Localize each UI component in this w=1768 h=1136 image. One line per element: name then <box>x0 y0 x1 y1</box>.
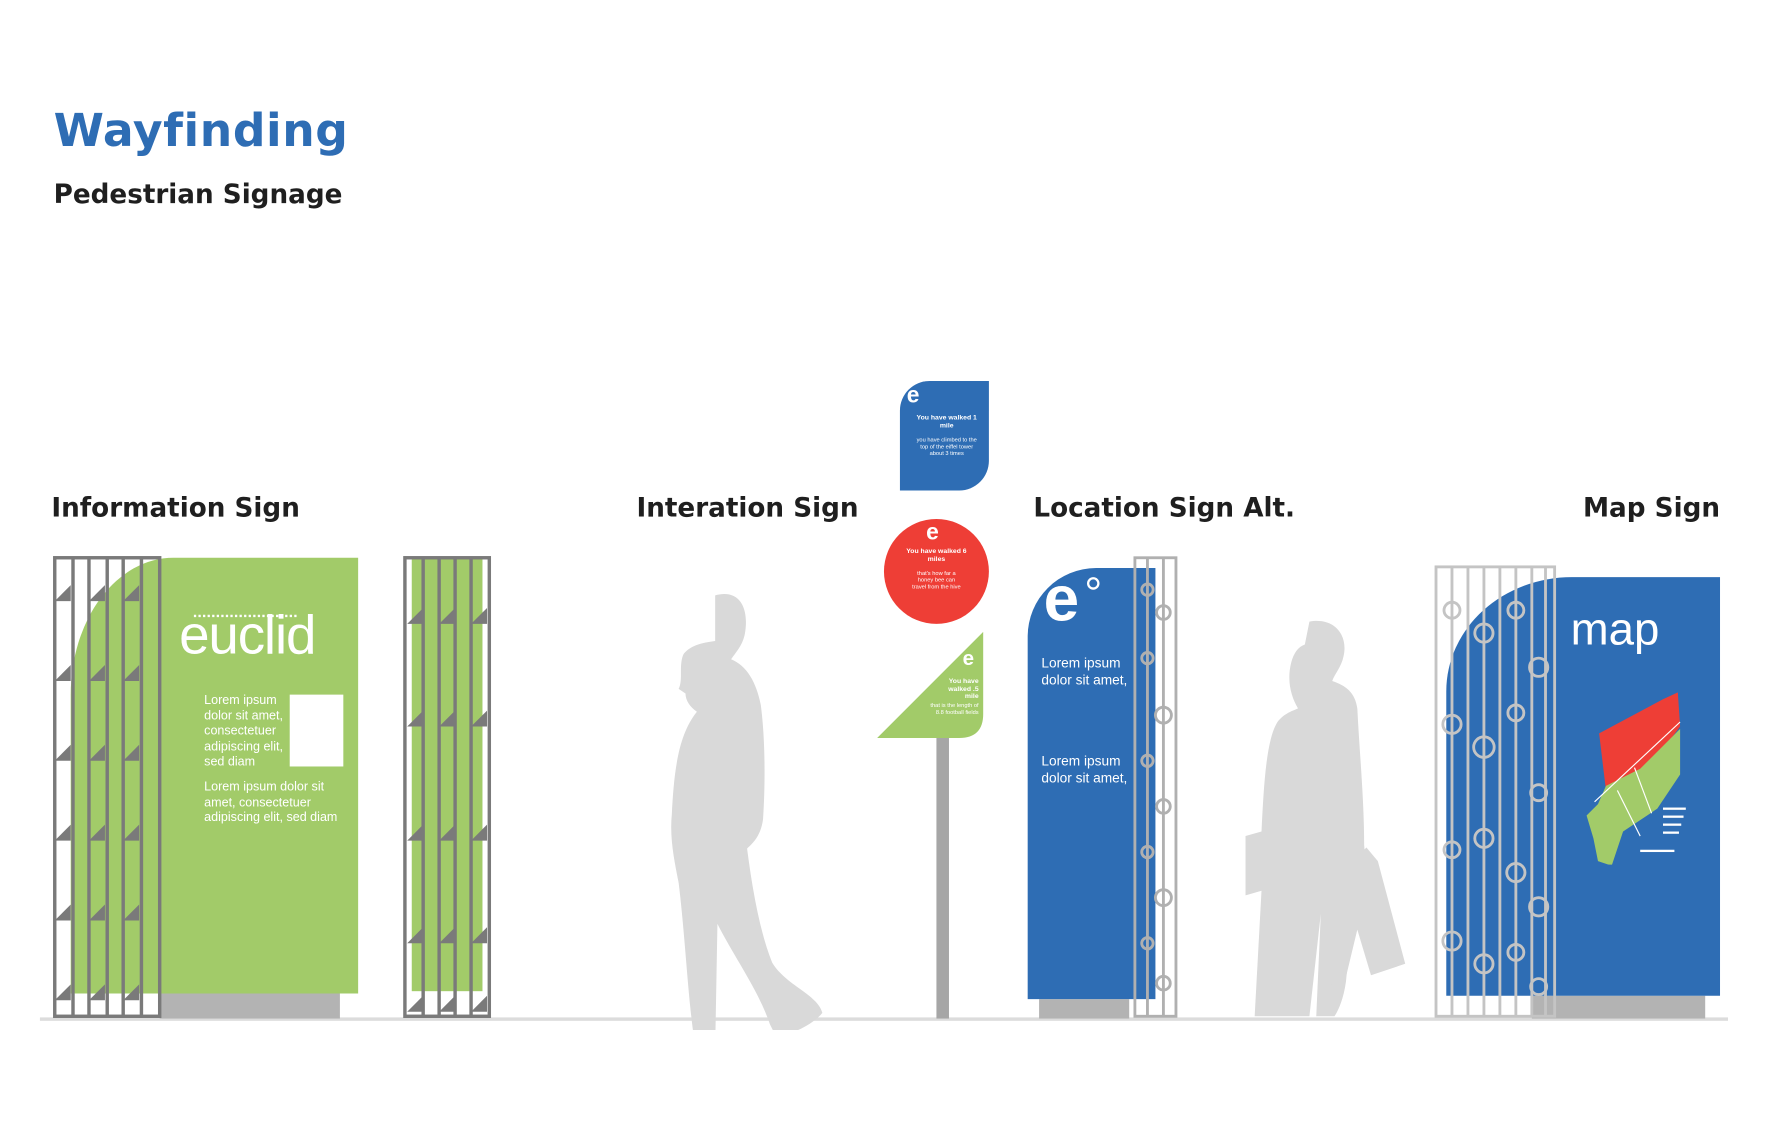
pedestrian-silhouette-woman <box>1245 620 1406 1017</box>
map-label: map <box>1570 604 1660 655</box>
info-text-2: Lorem ipsum dolor sit amet, consectetuer… <box>204 780 338 825</box>
blue-panel-body: you have climbed to the top of the eiffe… <box>916 436 977 458</box>
info-sign-base <box>159 993 340 1019</box>
interaction-sign-heading: Interation Sign <box>636 493 859 524</box>
location-text-2: Lorem ipsum dolor sit amet, <box>1041 752 1128 786</box>
site-map-graphic <box>1586 692 1686 865</box>
blue-panel-title: You have walked 1 mile <box>916 415 977 430</box>
page-subtitle: Pedestrian Signage <box>53 180 343 210</box>
location-sign-heading: Location Sign Alt. <box>1033 493 1296 524</box>
map-sign-heading: Map Sign <box>1582 493 1721 524</box>
red-panel-body: that's how far a honey bee can travel fr… <box>912 570 961 591</box>
location-sign-base <box>1039 999 1130 1019</box>
logo-dotted-line <box>193 614 297 618</box>
info-text-1: Lorem ipsum dolor sit amet, consectetuer… <box>204 693 283 769</box>
page-title: Wayfinding <box>53 104 349 158</box>
info-image-placeholder <box>289 694 344 767</box>
lattice-screen-side <box>403 556 492 1018</box>
interaction-panel-green <box>877 631 984 738</box>
ground-line <box>39 1017 1729 1021</box>
lattice-screen <box>53 556 162 1018</box>
sign-pole <box>936 735 949 1019</box>
interaction-panel-blue: e You have walked 1 mile you have climbe… <box>899 380 989 491</box>
info-sign-panel <box>70 557 359 994</box>
green-panel-title: You have walked .5 mile <box>948 678 979 701</box>
information-sign-heading: Information Sign <box>51 493 300 524</box>
logo-pin-icon <box>1086 577 1100 590</box>
circle-lattice-screen <box>1133 556 1178 1018</box>
map-sign-panel <box>1446 577 1721 996</box>
euclid-e-logo: e <box>1043 562 1080 635</box>
red-panel-title: You have walked 6 miles <box>906 548 967 563</box>
euclid-e-icon: e <box>906 383 920 409</box>
green-panel-body: that is the length of 8.8 football field… <box>930 702 979 717</box>
pedestrian-silhouette-man <box>671 594 823 1030</box>
circle-lattice-screen-map <box>1434 565 1557 1018</box>
map-sign-base <box>1531 995 1706 1019</box>
euclid-e-icon: e <box>962 646 975 670</box>
euclid-e-icon: e <box>926 520 939 546</box>
interaction-panel-red: e You have walked 6 miles that's how far… <box>883 518 989 624</box>
location-text-1: Lorem ipsum dolor sit amet, <box>1041 654 1128 688</box>
